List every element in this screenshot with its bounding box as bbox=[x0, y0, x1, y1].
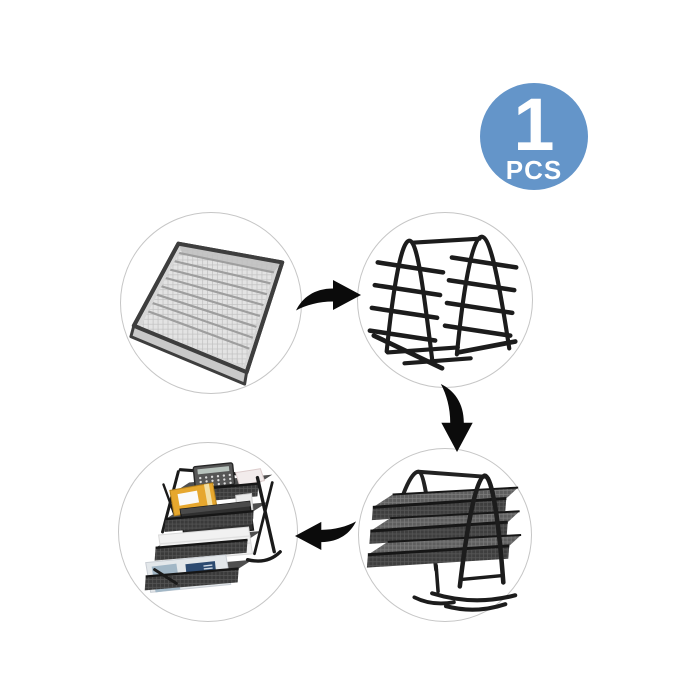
quantity-number: 1 bbox=[513, 83, 555, 166]
step-circle-3 bbox=[358, 448, 532, 622]
rack-with-trays-image bbox=[366, 469, 522, 612]
down-arrow-icon bbox=[438, 383, 475, 452]
assembled-organizer-image bbox=[144, 462, 282, 593]
left-arrow-icon bbox=[295, 517, 357, 554]
step-circle-4 bbox=[118, 442, 298, 622]
single-mesh-tray-image bbox=[129, 241, 285, 386]
step-circle-2 bbox=[357, 212, 533, 388]
calculator bbox=[192, 462, 236, 490]
wire-frame-rack-image bbox=[367, 234, 519, 371]
quantity-unit: PCS bbox=[505, 155, 563, 185]
right-arrow-icon bbox=[295, 279, 361, 312]
step-circle-1 bbox=[120, 212, 302, 394]
quantity-badge: 1 PCS bbox=[480, 83, 588, 190]
